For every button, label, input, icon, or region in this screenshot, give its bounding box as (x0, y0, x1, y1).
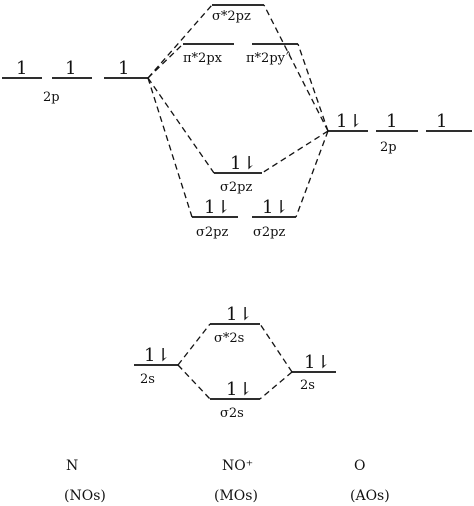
mo-sigma-2pz-label: σ2pz (220, 180, 252, 195)
left-2s-electrons: 1⇂ (144, 345, 171, 366)
mo-pi-2p-left-label: σ2pz (196, 225, 228, 240)
right-2s-label: 2s (300, 378, 315, 393)
footer-species-no-plus: NO⁺ (222, 458, 253, 474)
corr-right-2p-to-sigma-star (263, 4, 329, 132)
corr-left-2p-to-lower (147, 77, 193, 218)
right-2s-electrons: 1⇂ (304, 352, 331, 373)
footer-species-n: N (66, 458, 78, 474)
mo-sigma-star-2s-label: σ*2s (214, 331, 244, 346)
right-2p-label: 2p (380, 140, 397, 155)
corr-right-2s-to-sigma-star (259, 323, 293, 373)
corr-left-2p-to-pi-star (147, 43, 184, 79)
mo-sigma-star-2pz-label: σ*2pz (212, 9, 251, 24)
corr-left-2s-to-sigma (177, 364, 211, 400)
right-2p-electron-3: 1 (436, 111, 447, 132)
corr-left-2p-to-sigma-2pz (147, 77, 215, 174)
mo-sigma-2pz-electrons: 1⇂ (230, 153, 257, 174)
mo-pi-star-2px-label: π*2px (183, 51, 223, 66)
left-2p-label: 2p (43, 90, 60, 105)
mo-sigma-star-2s-electrons: 1⇂ (226, 304, 253, 325)
left-2p-electron-3: 1 (118, 58, 129, 79)
mo-sigma-2s-label: σ2s (220, 406, 244, 421)
mo-pi-star-2py-label: π*2py˄ (246, 51, 291, 66)
left-2s-label: 2s (140, 372, 155, 387)
corr-left-2s-to-sigma-star (177, 323, 211, 366)
mo-pi-2p-right-electrons: 1⇂ (262, 197, 289, 218)
mo-pi-2p-right-label: σ2pz (253, 225, 285, 240)
left-2p-electron-1: 1 (16, 58, 27, 79)
corr-right-2p-to-lower (295, 130, 329, 218)
footer-species-o: O (354, 458, 365, 474)
corr-right-2p-to-sigma-2pz (261, 130, 329, 174)
corr-left-2p-to-sigma-star (147, 4, 213, 79)
footer-kind-mos: (MOs) (214, 488, 258, 504)
right-2p-electron-2: 1 (386, 111, 397, 132)
right-2p-electron-1: 1⇂ (336, 111, 363, 132)
corr-right-2s-to-sigma (259, 371, 293, 400)
footer-kind-nos: (NOs) (64, 488, 106, 504)
mo-sigma-2s-electrons: 1⇂ (226, 379, 253, 400)
footer-kind-aos: (AOs) (350, 488, 390, 504)
corr-right-2p-to-pi-star (297, 43, 329, 132)
left-2p-electron-2: 1 (65, 58, 76, 79)
mo-pi-2p-left-electrons: 1⇂ (204, 197, 231, 218)
